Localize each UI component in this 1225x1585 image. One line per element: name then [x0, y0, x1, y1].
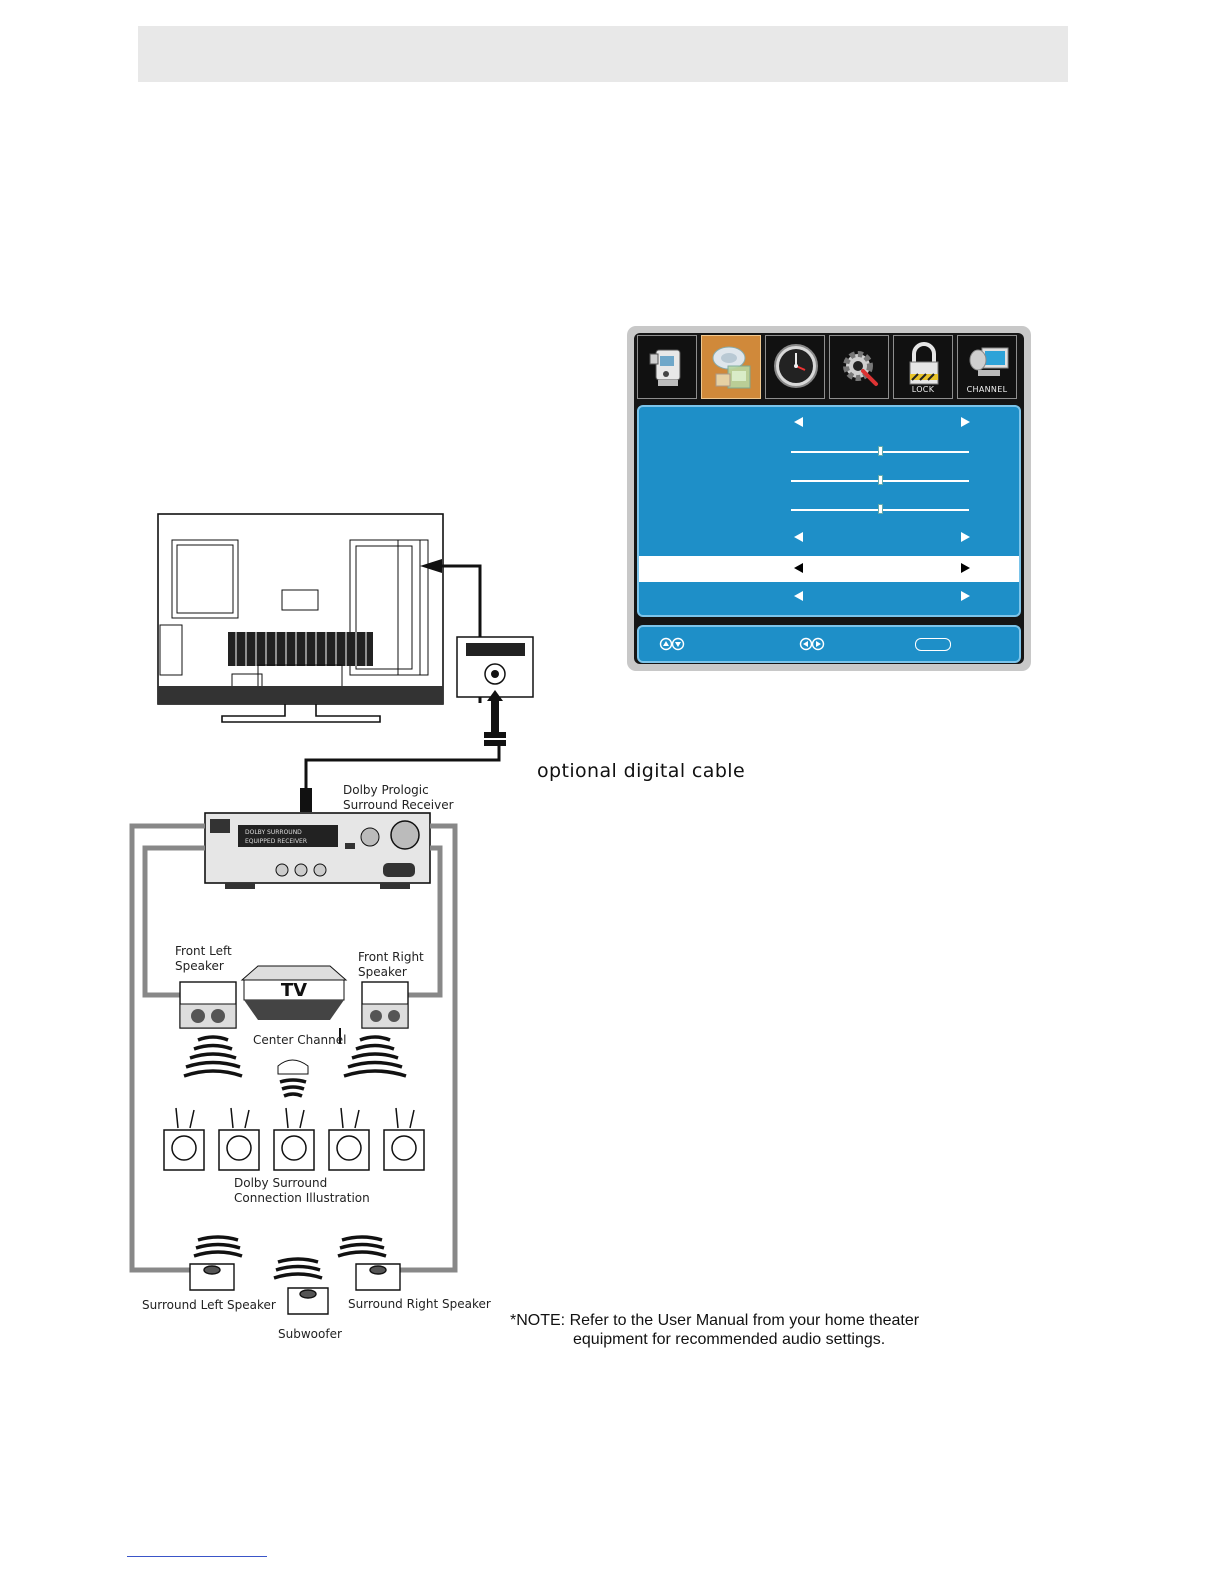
surround-right-label: Surround Right Speaker	[348, 1297, 491, 1311]
lock-icon	[909, 342, 939, 385]
slider-thumb[interactable]	[878, 504, 883, 514]
tab-lock-label: LOCK	[911, 385, 935, 394]
camcorder-icon	[649, 349, 681, 386]
front-right-label-line2: Speaker	[358, 965, 407, 979]
setting-row-5[interactable]	[639, 525, 1019, 551]
receiver-label-line1: Dolby Prologic	[343, 783, 429, 797]
subwoofer-label: Subwoofer	[278, 1327, 342, 1341]
illustration-label-line2: Connection Illustration	[234, 1191, 370, 1205]
surround-left-label: Surround Left Speaker	[142, 1298, 276, 1312]
center-channel-speaker	[277, 1059, 309, 1075]
speaker-wires	[129, 823, 458, 1273]
right-arrow-icon[interactable]	[961, 591, 970, 601]
front-right-label-line1: Front Right	[358, 950, 424, 964]
front-left-label-line2: Speaker	[175, 959, 224, 973]
surround-receiver: DOLBY SURROUND EQUIPPED RECEIVER	[204, 812, 431, 889]
setting-row-6-selected[interactable]	[639, 556, 1019, 582]
setup-gear-icon	[843, 351, 878, 386]
tab-lock[interactable]: LOCK	[893, 335, 953, 399]
setting-row-2[interactable]	[639, 439, 1019, 465]
left-arrow-icon[interactable]	[794, 417, 803, 427]
rear-speakers	[189, 1263, 401, 1315]
left-arrow-icon[interactable]	[794, 591, 803, 601]
clock-icon	[774, 344, 818, 388]
up-down-buttons-icon	[659, 637, 685, 651]
tv-label: TV	[281, 980, 307, 1001]
front-right-speaker	[361, 981, 409, 1029]
right-arrow-icon[interactable]	[961, 417, 970, 427]
note-text: *NOTE: Refer to the User Manual from you…	[510, 1311, 919, 1349]
note-line1: *NOTE: Refer to the User Manual from you…	[510, 1312, 920, 1329]
tv-front: TV	[240, 965, 348, 1044]
setting-row-3[interactable]	[639, 468, 1019, 494]
tab-channel-label: CHANNEL	[966, 385, 1008, 394]
optional-digital-cable-label: optional digital cable	[537, 760, 746, 782]
front-left-speaker	[179, 981, 237, 1029]
digital-cable	[300, 690, 506, 812]
sound-waves	[183, 1035, 407, 1280]
settings-panel	[637, 405, 1021, 617]
setting-row-7[interactable]	[639, 584, 1019, 610]
slider-thumb[interactable]	[878, 446, 883, 456]
footer-link-underline	[127, 1556, 267, 1557]
channel-icon	[969, 347, 1009, 376]
tab-picture[interactable]	[637, 335, 697, 399]
audio-icon	[712, 346, 751, 389]
tab-channel[interactable]: CHANNEL	[957, 335, 1017, 399]
center-channel-label: Center Channel	[253, 1033, 347, 1047]
setting-row-4[interactable]	[639, 497, 1019, 523]
listeners	[163, 1107, 425, 1171]
header-bar	[138, 26, 1068, 82]
tab-setup[interactable]	[829, 335, 889, 399]
left-arrow-icon[interactable]	[794, 563, 803, 573]
exit-button-icon	[915, 638, 951, 651]
left-arrow-icon[interactable]	[794, 532, 803, 542]
menu-footer	[637, 625, 1021, 663]
setting-row-1[interactable]	[639, 410, 1019, 436]
optical-port-callout	[420, 559, 534, 703]
svg-text:DOLBY SURROUND: DOLBY SURROUND	[245, 829, 302, 836]
menu-body: LOCK CHANNEL	[634, 333, 1024, 664]
illustration-label-line1: Dolby Surround	[234, 1176, 328, 1190]
svg-text:EQUIPPED RECEIVER: EQUIPPED RECEIVER	[245, 838, 307, 845]
front-left-label-line1: Front Left	[175, 944, 232, 958]
right-arrow-icon[interactable]	[961, 563, 970, 573]
tab-audio[interactable]	[701, 335, 761, 399]
tab-time[interactable]	[765, 335, 825, 399]
receiver-label-line2: Surround Receiver	[343, 798, 454, 812]
note-line2: equipment for recommended audio settings…	[573, 1331, 886, 1348]
tv-audio-menu: LOCK CHANNEL	[627, 326, 1031, 671]
tv-rear-panel	[157, 513, 444, 723]
slider-thumb[interactable]	[878, 475, 883, 485]
right-arrow-icon[interactable]	[961, 532, 970, 542]
left-right-buttons-icon	[799, 637, 825, 651]
